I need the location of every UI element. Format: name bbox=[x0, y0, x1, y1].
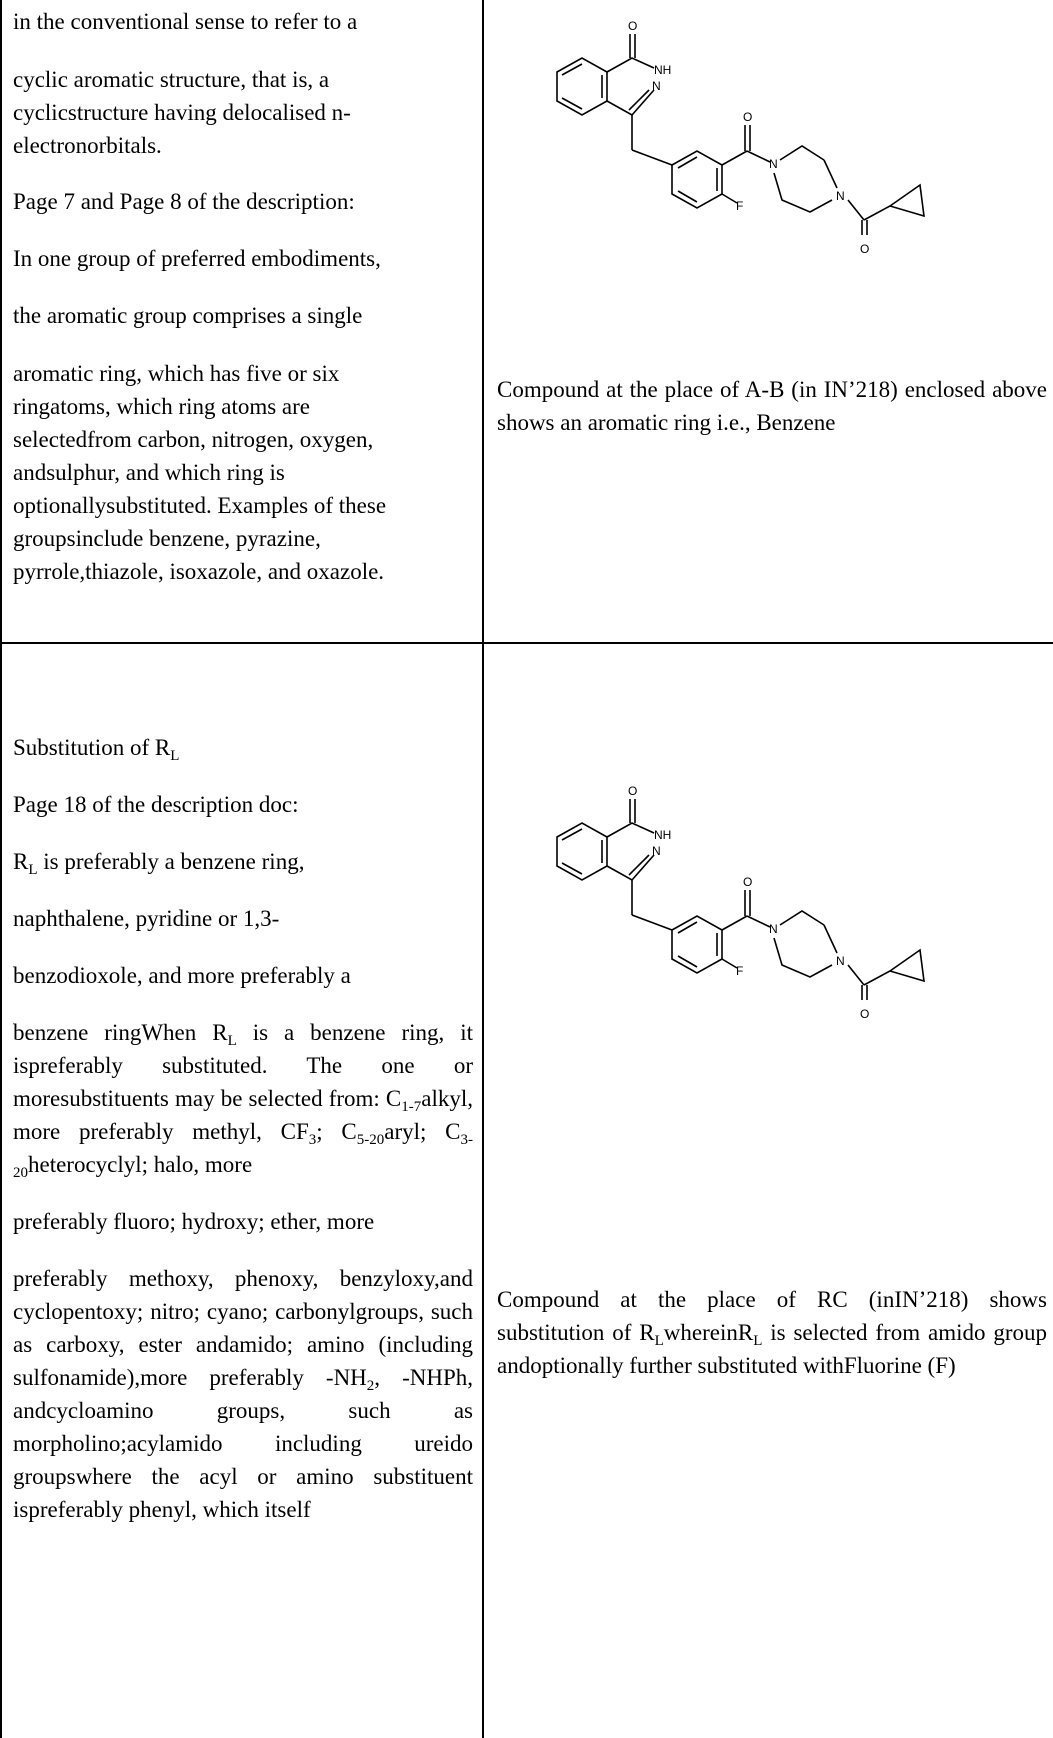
atom-f-label: F bbox=[736, 964, 744, 978]
text-line: andsulphur, and which ring is bbox=[13, 460, 285, 485]
row1-left-cell: in the conventional sense to refer to a … bbox=[13, 5, 473, 588]
text-line: in the conventional sense to refer to a bbox=[13, 9, 358, 34]
text-paragraph: benzene ringWhen RL is a benzene ring, i… bbox=[13, 1020, 473, 1181]
atom-nh-label: NH bbox=[654, 828, 672, 842]
text-line: Page 7 and Page 8 of the description: bbox=[13, 189, 355, 214]
atom-f-label: F bbox=[736, 199, 744, 213]
text-line: electronorbitals. bbox=[13, 133, 162, 158]
text-paragraph: preferably methoxy, phenoxy, benzyloxy,a… bbox=[13, 1266, 473, 1522]
atom-label-group: O NH N O N N F O bbox=[512, 775, 937, 1020]
text-line: optionallysubstituted. Examples of these bbox=[13, 493, 387, 518]
row2-right-caption: Compound at the place of RC (inIN’218) s… bbox=[497, 1287, 1048, 1378]
text-line: In one group of preferred embodiments, bbox=[13, 246, 381, 271]
atom-label-group: O NH N O N N F O bbox=[512, 10, 937, 255]
atom-o-label: O bbox=[860, 242, 870, 256]
atom-o-label: O bbox=[860, 1007, 870, 1021]
text-line: aromatic ring, which has five or six bbox=[13, 361, 340, 386]
text-line: cyclicstructure having delocalised n- bbox=[13, 100, 351, 125]
section-heading: Substitution of RL bbox=[13, 735, 180, 764]
atom-o-label: O bbox=[743, 875, 753, 889]
text-line: benzodioxole, and more preferably a bbox=[13, 963, 351, 988]
atom-n-label: N bbox=[836, 189, 845, 203]
text-line: naphthalene, pyridine or 1,3- bbox=[13, 906, 280, 931]
table-column-divider bbox=[482, 0, 484, 1738]
atom-n-label: N bbox=[836, 954, 845, 968]
text-line: groupsinclude benzene, pyrazine, bbox=[13, 526, 321, 551]
atom-nh-label: NH bbox=[654, 63, 672, 77]
atom-o-label: O bbox=[743, 110, 753, 124]
text-line: Page 18 of the description doc: bbox=[13, 792, 299, 817]
table-border-left bbox=[0, 0, 2, 1738]
row1-right-caption: Compound at the place of A-B (in IN’218)… bbox=[497, 377, 1047, 435]
atom-o-label: O bbox=[628, 784, 638, 798]
text-line: ringatoms, which ring atoms are bbox=[13, 394, 311, 419]
atom-o-label: O bbox=[628, 19, 638, 33]
atom-n-label: N bbox=[652, 79, 661, 93]
text-line: RL is preferably a benzene ring, bbox=[13, 849, 305, 878]
atom-n-label: N bbox=[769, 922, 778, 936]
table-row-divider bbox=[0, 642, 1053, 644]
text-line: preferably fluoro; hydroxy; ether, more bbox=[13, 1209, 375, 1234]
text-line: the aromatic group comprises a single bbox=[13, 303, 363, 328]
text-line: cyclic aromatic structure, that is, a bbox=[13, 67, 330, 92]
atom-n-label: N bbox=[769, 157, 778, 171]
atom-n-label: N bbox=[652, 844, 661, 858]
text-line: pyrrole,thiazole, isoxazole, and oxazole… bbox=[13, 559, 385, 584]
text-line: selectedfrom carbon, nitrogen, oxygen, bbox=[13, 427, 374, 452]
row2-left-cell: Substitution of RL Page 18 of the descri… bbox=[13, 731, 473, 1526]
